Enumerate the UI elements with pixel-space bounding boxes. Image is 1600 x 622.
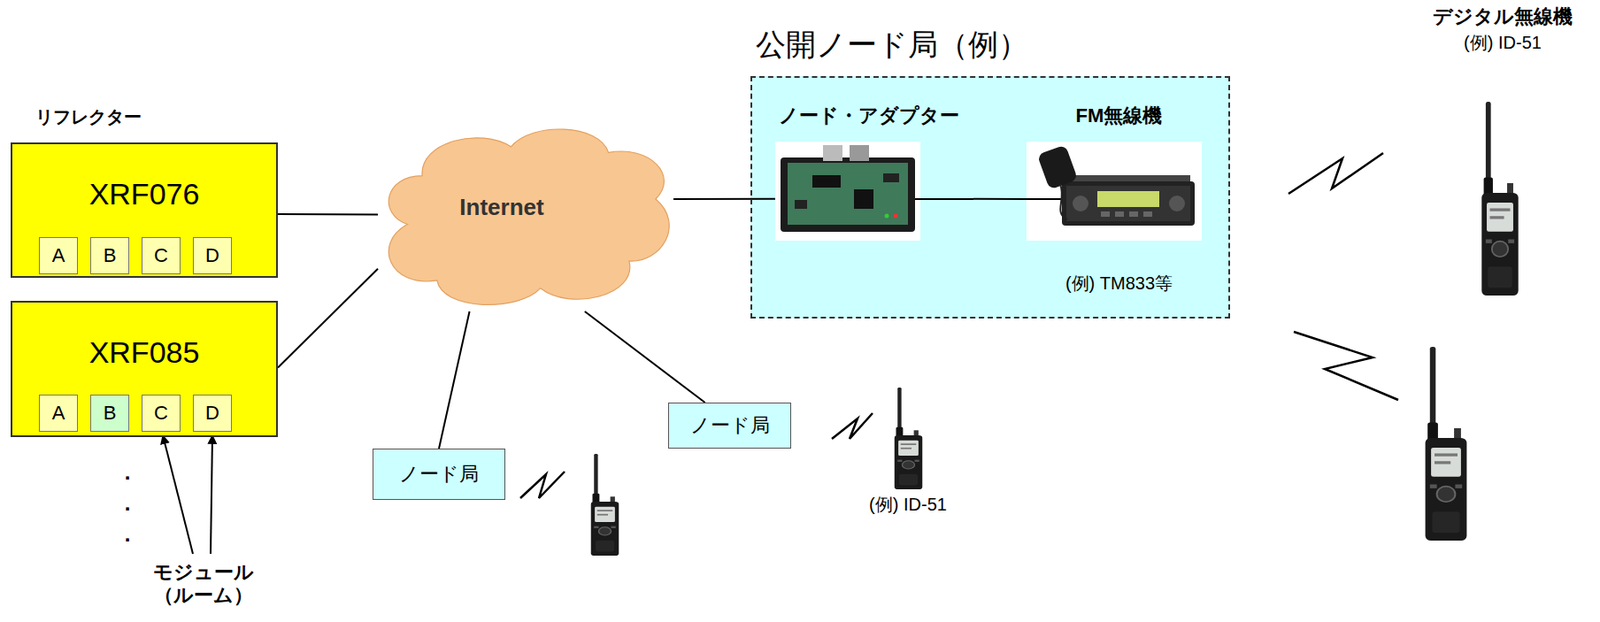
- part-label: リフレクター: [35, 106, 160, 128]
- fm-radio-photo: [1037, 144, 1078, 190]
- connector-line: [673, 198, 776, 200]
- radio-link-symbol: [1293, 331, 1399, 400]
- node-label: B: [103, 401, 117, 425]
- node-station-box: ノード局: [668, 402, 792, 449]
- module-box: A: [38, 394, 78, 432]
- node-label: Internet: [459, 193, 544, 222]
- connector-line: [973, 198, 1026, 200]
- fm-radio-photo: [1143, 211, 1153, 217]
- handheld-radio: [591, 453, 620, 556]
- node-label: ノード局: [399, 462, 479, 486]
- node-label: ノード・アダプター: [778, 104, 960, 128]
- public-node-group: 公開ノード局（例） ノード・アダプター FM無線機 (例) TM833等: [750, 26, 1231, 319]
- internet-cloud: Internet: [377, 117, 674, 312]
- node-adapter-photo: [915, 198, 974, 200]
- node-label: XRF076: [89, 176, 200, 213]
- node-adapter-photo: [775, 141, 921, 241]
- connector-line: [277, 269, 378, 369]
- connector-line: [277, 213, 378, 216]
- node-adapter-photo: [853, 189, 874, 209]
- node-note: (例) TM833等: [1065, 272, 1173, 294]
- fm-radio-photo: [1097, 191, 1160, 208]
- radio-link-symbol: [831, 413, 873, 439]
- node-adapter: ノード・アダプター: [775, 104, 974, 244]
- fm-radio-photo: [1061, 181, 1195, 226]
- node-label: C: [153, 244, 169, 268]
- ellipsis-dot: .: [118, 491, 137, 517]
- node-label: D: [205, 244, 220, 268]
- node-label: FM無線機: [1076, 104, 1163, 128]
- ellipsis-dot: .: [118, 460, 137, 486]
- node-label: ノード局: [690, 414, 770, 438]
- node-label: B: [103, 244, 117, 268]
- connector-line: [584, 311, 706, 403]
- reflector-box: XRF076A B C D: [10, 142, 278, 278]
- node-label: XRF085: [89, 334, 200, 371]
- radio-link-symbol: [520, 471, 565, 499]
- module-box: C: [141, 237, 181, 275]
- module-box: D: [192, 394, 232, 432]
- fm-radio-photo: [1115, 211, 1124, 217]
- fm-radio-photo: [1025, 198, 1062, 200]
- node-adapter-photo: [884, 214, 890, 219]
- handheld-radio: [1481, 101, 1518, 296]
- handheld-radio: [1425, 346, 1468, 541]
- node-label: A: [52, 401, 66, 425]
- node-adapter-photo: [780, 157, 916, 232]
- node-adapter-photo: [787, 162, 908, 225]
- node-adapter-photo: [893, 214, 899, 219]
- node-adapter-photo: [794, 200, 808, 209]
- fm-radio-photo: [1129, 211, 1139, 217]
- node-adapter-photo: [883, 173, 900, 183]
- module-box: B: [90, 394, 130, 432]
- fm-radio-photo: [1026, 141, 1202, 241]
- fm-radio-photo: [1060, 184, 1068, 220]
- part-label: デジタル無線機: [1415, 5, 1590, 29]
- module-box: D: [192, 237, 232, 275]
- fm-radio: FM無線機 (例) TM833等: [1025, 104, 1213, 294]
- module-box: A: [38, 237, 78, 275]
- leader-arrow: [162, 435, 213, 554]
- node-label: A: [52, 244, 66, 268]
- fm-radio-photo: [1066, 185, 1191, 222]
- public-node-ground: [750, 76, 1231, 319]
- reflector-box: XRF085A B C D: [10, 300, 278, 438]
- callout-label: モジュール （ルーム）: [146, 561, 261, 608]
- handheld-radio: [894, 387, 924, 490]
- cloud-outline: [388, 129, 670, 305]
- node-adapter-photo: [823, 145, 843, 162]
- node-label: 公開ノード局（例）: [755, 27, 1029, 62]
- node-adapter-photo: [812, 175, 841, 188]
- module-box: B: [90, 237, 130, 275]
- fm-radio-photo: [1025, 141, 1202, 241]
- example-label: (例) ID-51: [849, 493, 967, 516]
- ellipsis-dot: .: [118, 522, 137, 548]
- fm-radio-photo: [1169, 195, 1185, 212]
- handheld-radio: [591, 101, 1519, 556]
- example-label: (例) ID-51: [1415, 31, 1590, 54]
- module-box: C: [141, 394, 181, 432]
- node-adapter-photo: [849, 145, 870, 162]
- node-adapter-photo: [775, 141, 974, 241]
- fm-radio-photo: [1072, 195, 1089, 212]
- radio-link-symbol: [1288, 153, 1384, 194]
- node-label: D: [205, 401, 220, 425]
- leader-arrow: [162, 435, 193, 554]
- connector-line: [438, 311, 470, 449]
- leader-arrow: [210, 435, 213, 554]
- node-label: C: [153, 401, 169, 425]
- node-station-box: ノード局: [372, 448, 506, 500]
- fm-radio-photo: [1100, 211, 1110, 217]
